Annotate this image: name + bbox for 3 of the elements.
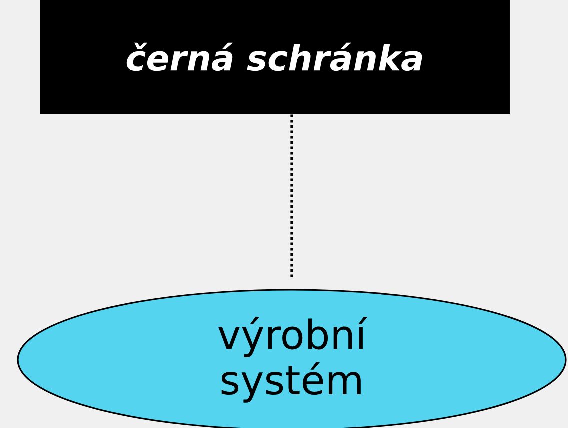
title-box: černá schránka	[40, 0, 510, 114]
ellipse-node: výrobní systém	[17, 289, 567, 428]
dotted-line	[290, 114, 294, 278]
